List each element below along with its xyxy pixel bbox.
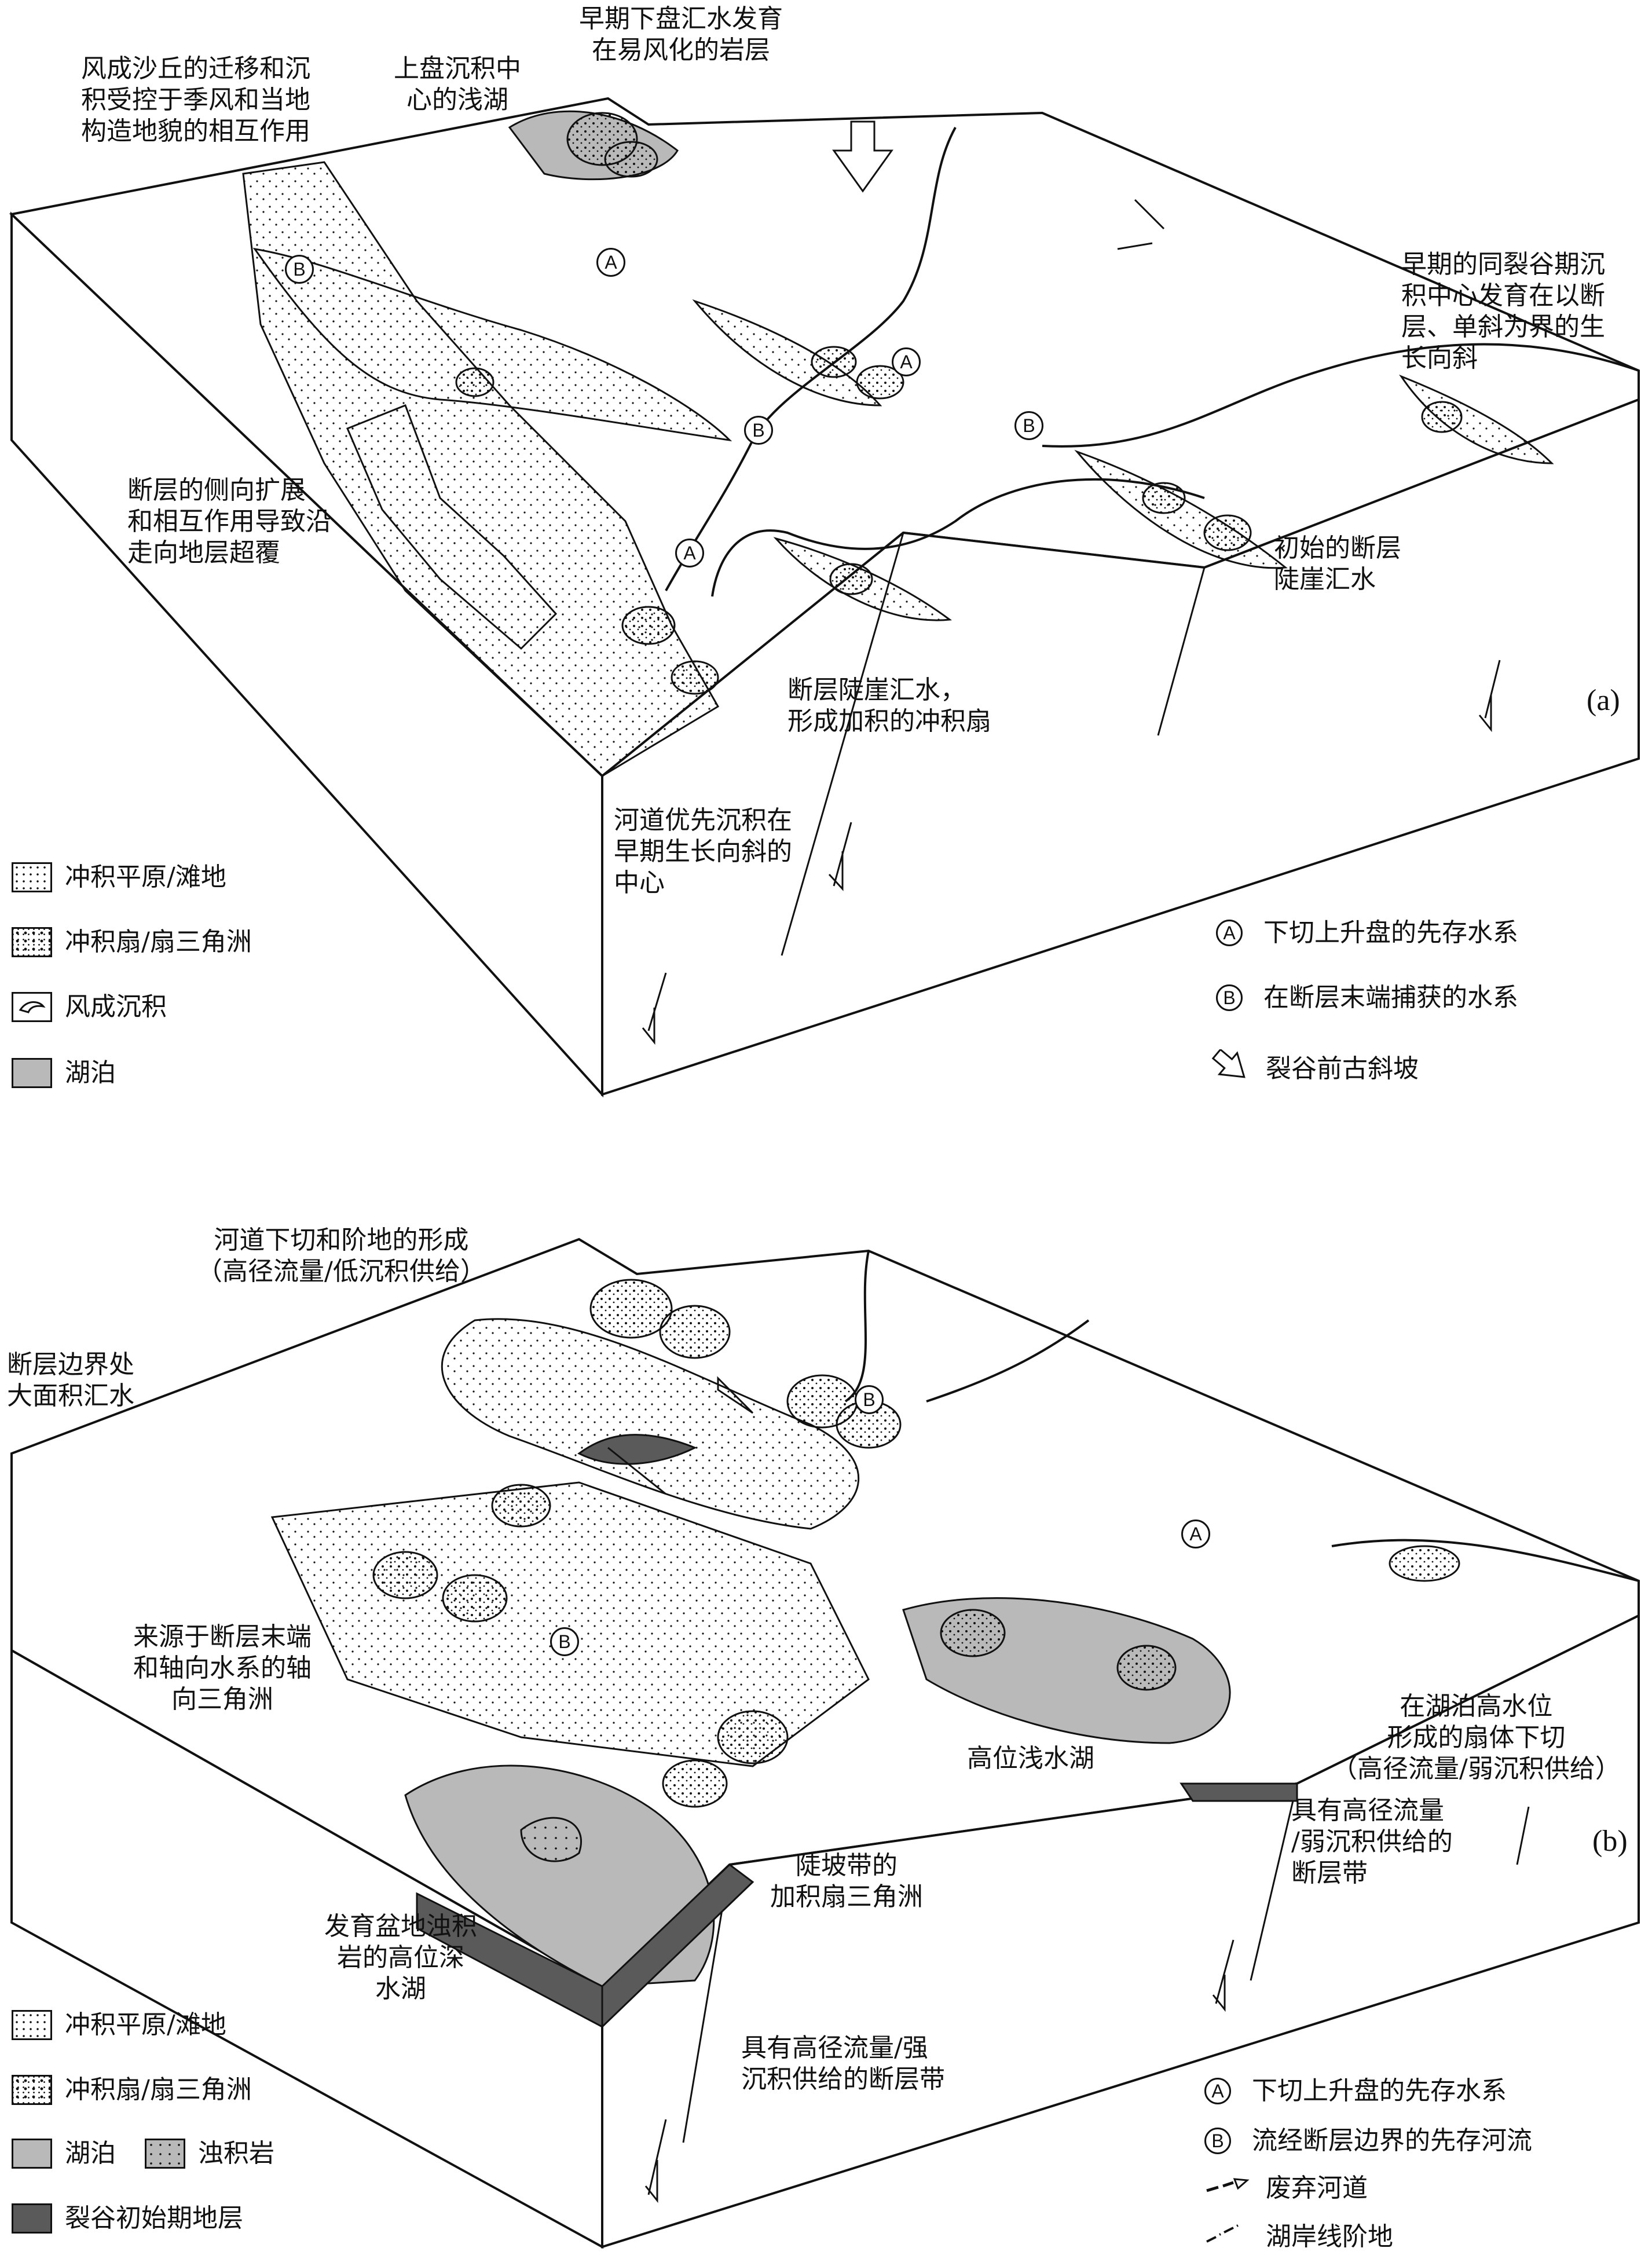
panel-b-deposits xyxy=(270,1279,1460,2029)
label-strong-supply: 具有高径流量/强沉积供给的断层带 xyxy=(741,2033,945,2094)
symbol-b-2: B xyxy=(744,416,773,445)
label-early-synrift: 早期的同裂谷期沉积中心发育在以断层、单斜为界的生长向斜 xyxy=(1401,250,1605,373)
label-high-runoff: 具有高径流量/弱沉积供给的断层带 xyxy=(1291,1796,1453,1888)
label-boundary-catch: 断层边界处大面积汇水 xyxy=(7,1350,134,1411)
symbol-b-4: B xyxy=(855,1385,884,1414)
symbol-a-4: A xyxy=(1181,1520,1210,1548)
legend-b-right-3: 废弃河道 xyxy=(1204,2173,1368,2204)
symbol-a-2: A xyxy=(892,347,921,376)
panel-a-deposits xyxy=(242,110,1554,777)
legend-b-item-4: 浊积岩 xyxy=(145,2138,274,2169)
legend-b-item-5: 裂谷初始期地层 xyxy=(12,2203,243,2234)
legend-a-right-3: 裂谷前古斜坡 xyxy=(1210,1048,1419,1088)
paleoslope-arrow xyxy=(832,120,893,193)
symbol-b-icon: B xyxy=(1204,2128,1231,2154)
lake-swatch xyxy=(12,1058,52,1088)
legend-a-item-4: 湖泊 xyxy=(12,1057,116,1089)
legend-a-item-3: 风成沉积 xyxy=(12,991,167,1023)
label-fault-lateral: 断层的侧向扩展和相互作用导致沿走向地层超覆 xyxy=(127,475,331,568)
turbidite-swatch xyxy=(145,2139,185,2169)
terrace-icon xyxy=(1204,2221,1251,2253)
dots-sparse-swatch xyxy=(12,2010,52,2040)
legend-a-item-2: 冲积扇/扇三角洲 xyxy=(12,927,252,958)
symbol-b-5: B xyxy=(550,1627,579,1656)
label-scarp-fan: 断层陡崖汇水，形成加积的冲积扇 xyxy=(787,675,991,736)
label-hanging-lake: 上盘沉积中心的浅湖 xyxy=(394,54,521,115)
label-deep-lake: 发育盆地浊积岩的高位深水湖 xyxy=(324,1912,477,2004)
label-slope-fan: 陡坡带的加积扇三角洲 xyxy=(770,1851,923,1912)
dots-dense-swatch xyxy=(12,2075,52,2105)
symbol-b-3: B xyxy=(1014,411,1043,440)
label-incision: 河道下切和阶地的形成（高径流量/低沉积供给） xyxy=(197,1225,486,1286)
legend-b-item-1: 冲积平原/滩地 xyxy=(12,2009,226,2041)
label-highstand-cut: 在湖泊高水位形成的扇体下切（高径流量/弱沉积供给） xyxy=(1332,1691,1621,1784)
symbol-a-1: A xyxy=(596,248,625,277)
label-early-footwall: 早期下盘汇水发育在易风化的岩层 xyxy=(579,4,783,65)
paleoslope-icon xyxy=(1210,1048,1251,1088)
dune-swatch xyxy=(12,992,52,1022)
symbol-a-icon: A xyxy=(1204,2078,1231,2104)
label-axial-delta: 来源于断层末端和轴向水系的轴向三角洲 xyxy=(133,1622,312,1714)
abandoned-channel-icon xyxy=(1204,2173,1251,2204)
dots-dense-swatch xyxy=(12,927,52,957)
symbol-a-3: A xyxy=(675,539,704,568)
panel-b-tag: (b) xyxy=(1592,1825,1628,1858)
lake-swatch xyxy=(12,2139,52,2169)
dots-sparse-swatch xyxy=(12,862,52,892)
symbol-a-icon: A xyxy=(1216,920,1243,946)
legend-b-item-2: 冲积扇/扇三角洲 xyxy=(12,2074,252,2106)
symbol-b-1: B xyxy=(285,255,314,284)
label-channel-center: 河道优先沉积在早期生长向斜的中心 xyxy=(614,806,792,898)
label-aeolian: 风成沙丘的迁移和沉积受控于季风和当地构造地貌的相互作用 xyxy=(81,54,310,146)
symbol-b-icon: B xyxy=(1216,984,1243,1011)
legend-a-item-1: 冲积平原/滩地 xyxy=(12,862,226,893)
legend-b-right-4: 湖岸线阶地 xyxy=(1204,2221,1393,2253)
legend-b-item-3: 湖泊 xyxy=(12,2138,116,2169)
label-initial-scarp: 初始的断层陡崖汇水 xyxy=(1274,533,1401,594)
prerift-swatch xyxy=(12,2203,52,2234)
label-shallow-lake: 高位浅水湖 xyxy=(967,1744,1094,1773)
panel-a-tag: (a) xyxy=(1587,684,1620,717)
